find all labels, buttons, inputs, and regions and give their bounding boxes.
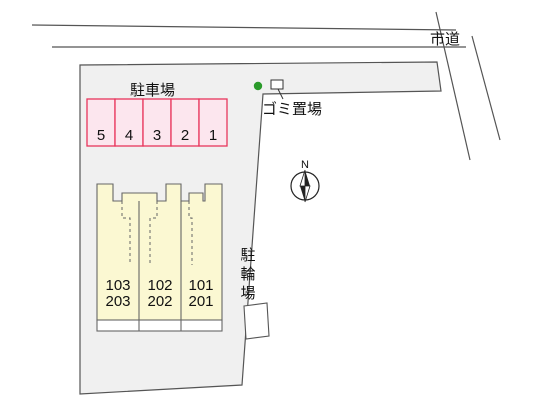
north-arrow-icon: [290, 169, 320, 203]
parking-space-1: 1: [198, 98, 228, 147]
parking-spaces: 5 4 3 2 1: [86, 98, 228, 147]
parking-space-4: 4: [114, 98, 144, 147]
unit-number-lower: 202: [147, 293, 172, 310]
apartment-building: [96, 183, 223, 332]
north-label: N: [301, 159, 309, 171]
parking-space-2: 2: [170, 98, 200, 147]
svg-text:輪: 輪: [240, 265, 255, 283]
parking-space-number: 1: [209, 127, 217, 144]
garbage-label: ゴミ置場: [262, 100, 322, 118]
parking-space-3: 3: [142, 98, 172, 147]
svg-text:場: 場: [240, 284, 255, 302]
unit-number-upper: 103: [105, 277, 130, 294]
unit-number-lower: 201: [188, 293, 213, 310]
unit-number-lower: 203: [105, 293, 130, 310]
unit-number-upper: 101: [188, 277, 213, 294]
garbage-box-icon: [270, 79, 284, 100]
unit-numbers: 103 203 102 202 101 201: [105, 277, 213, 310]
road-label: 市道: [430, 30, 460, 48]
unit-number-upper: 102: [147, 277, 172, 294]
parking-space-number: 5: [97, 127, 105, 144]
svg-text:駐: 駐: [240, 246, 255, 264]
garbage-area-marker: [253, 81, 263, 91]
parking-space-number: 3: [153, 127, 161, 144]
bicycle-parking-label: 駐 輪 場: [240, 246, 255, 302]
road-edges: [31, 11, 501, 161]
parking-space-5: 5: [86, 98, 116, 147]
parking-space-number: 2: [181, 127, 189, 144]
parking-label: 駐車場: [130, 81, 175, 99]
bicycle-parking-area: [243, 302, 270, 340]
parking-space-number: 4: [125, 127, 133, 144]
